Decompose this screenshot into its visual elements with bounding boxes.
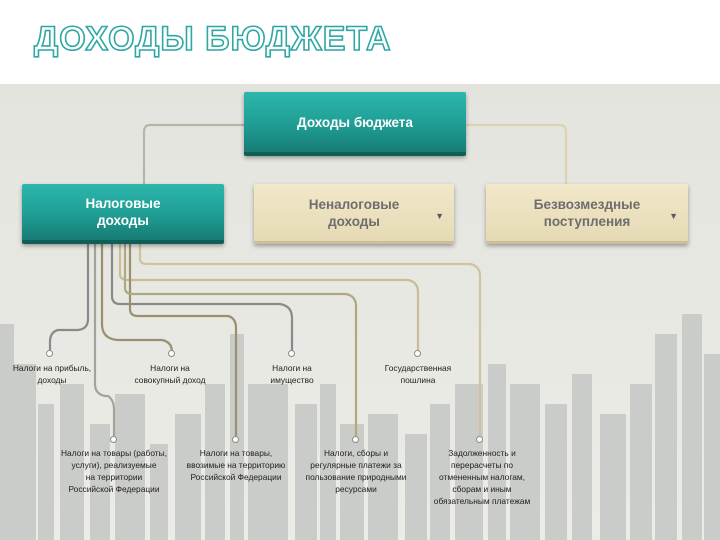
leaf-line: Российской Федерации bbox=[68, 484, 160, 494]
diagram-background bbox=[0, 84, 720, 540]
connector-dot bbox=[110, 436, 117, 443]
leaf-line: Задолженность и bbox=[448, 448, 516, 458]
chevron-down-icon[interactable]: ▼ bbox=[435, 211, 444, 221]
category-label-line2: доходы bbox=[328, 213, 380, 229]
leaf-line: Налоги на bbox=[272, 363, 312, 373]
connector-lines bbox=[48, 123, 568, 436]
diagram: Доходы бюджета Налоговые доходы Неналого… bbox=[0, 84, 720, 540]
leaf-line: обязательным платежам bbox=[433, 496, 531, 506]
root-node: Доходы бюджета bbox=[244, 92, 466, 156]
leaf-state-duty: Государственная пошлина bbox=[370, 362, 466, 386]
leaf-line: пользование природными bbox=[305, 472, 407, 482]
category-gratuitous-receipts[interactable]: Безвозмездные поступления ▼ bbox=[486, 184, 688, 244]
leaf-import-goods-tax: Налоги на товары, ввозимые на территорию… bbox=[178, 447, 294, 483]
category-label-line1: Неналоговые bbox=[308, 196, 400, 212]
leaf-line: регулярные платежи за bbox=[310, 460, 402, 470]
leaf-line: Налоги на товары, bbox=[199, 448, 273, 458]
category-non-tax-income[interactable]: Неналоговые доходы ▼ bbox=[254, 184, 454, 244]
leaf-line: Налоги на bbox=[150, 363, 190, 373]
leaf-line: на территории bbox=[85, 472, 143, 482]
leaf-line: пошлина bbox=[400, 375, 436, 385]
category-label-line2: поступления bbox=[543, 213, 631, 229]
leaf-line: Налоги на прибыль, bbox=[12, 363, 92, 373]
connector-dot bbox=[46, 350, 53, 357]
root-node-label: Доходы бюджета bbox=[297, 114, 413, 130]
category-label-line1: Налоговые bbox=[85, 196, 161, 211]
leaf-domestic-goods-tax: Налоги на товары (работы, услуги), реали… bbox=[54, 447, 174, 495]
connector-dot bbox=[168, 350, 175, 357]
connector-dot bbox=[232, 436, 239, 443]
leaf-line: услуги), реализуемые bbox=[71, 460, 157, 470]
category-label-line1: Безвозмездные bbox=[533, 196, 641, 212]
leaf-property-tax: Налоги на имущество bbox=[244, 362, 340, 386]
connector-dot bbox=[476, 436, 483, 443]
leaf-line: перерасчеты по bbox=[450, 460, 514, 470]
leaf-line: Налоги на товары (работы, bbox=[61, 448, 167, 458]
leaf-line: Российской Федерации bbox=[190, 472, 282, 482]
connector-dot bbox=[288, 350, 295, 357]
connector-dot bbox=[414, 350, 421, 357]
leaf-line: ввозимые на территорию bbox=[186, 460, 286, 470]
leaf-line: доходы bbox=[37, 375, 67, 385]
leaf-line: совокупный доход bbox=[134, 375, 206, 385]
leaf-line: Государственная bbox=[384, 363, 452, 373]
connector-dot bbox=[352, 436, 359, 443]
leaf-line: отмененным налогам, bbox=[439, 472, 525, 482]
category-tax-income: Налоговые доходы bbox=[22, 184, 224, 244]
leaf-profit-tax: Налоги на прибыль, доходы bbox=[2, 362, 102, 386]
page-title: ДОХОДЫ БЮДЖЕТА bbox=[33, 19, 392, 59]
chevron-down-icon[interactable]: ▼ bbox=[669, 211, 678, 221]
leaf-line: имущество bbox=[270, 375, 314, 385]
leaf-natural-resources-tax: Налоги, сборы и регулярные платежи за по… bbox=[298, 447, 414, 495]
leaf-cancelled-tax-debt: Задолженность и перерасчеты по отмененны… bbox=[424, 447, 540, 507]
leaf-line: сборам и иным bbox=[452, 484, 512, 494]
category-label-line2: доходы bbox=[97, 213, 149, 228]
leaf-aggregate-income-tax: Налоги на совокупный доход bbox=[118, 362, 222, 386]
leaf-line: ресурсами bbox=[335, 484, 377, 494]
leaf-line: Налоги, сборы и bbox=[323, 448, 389, 458]
city-skyline-image bbox=[0, 314, 720, 540]
